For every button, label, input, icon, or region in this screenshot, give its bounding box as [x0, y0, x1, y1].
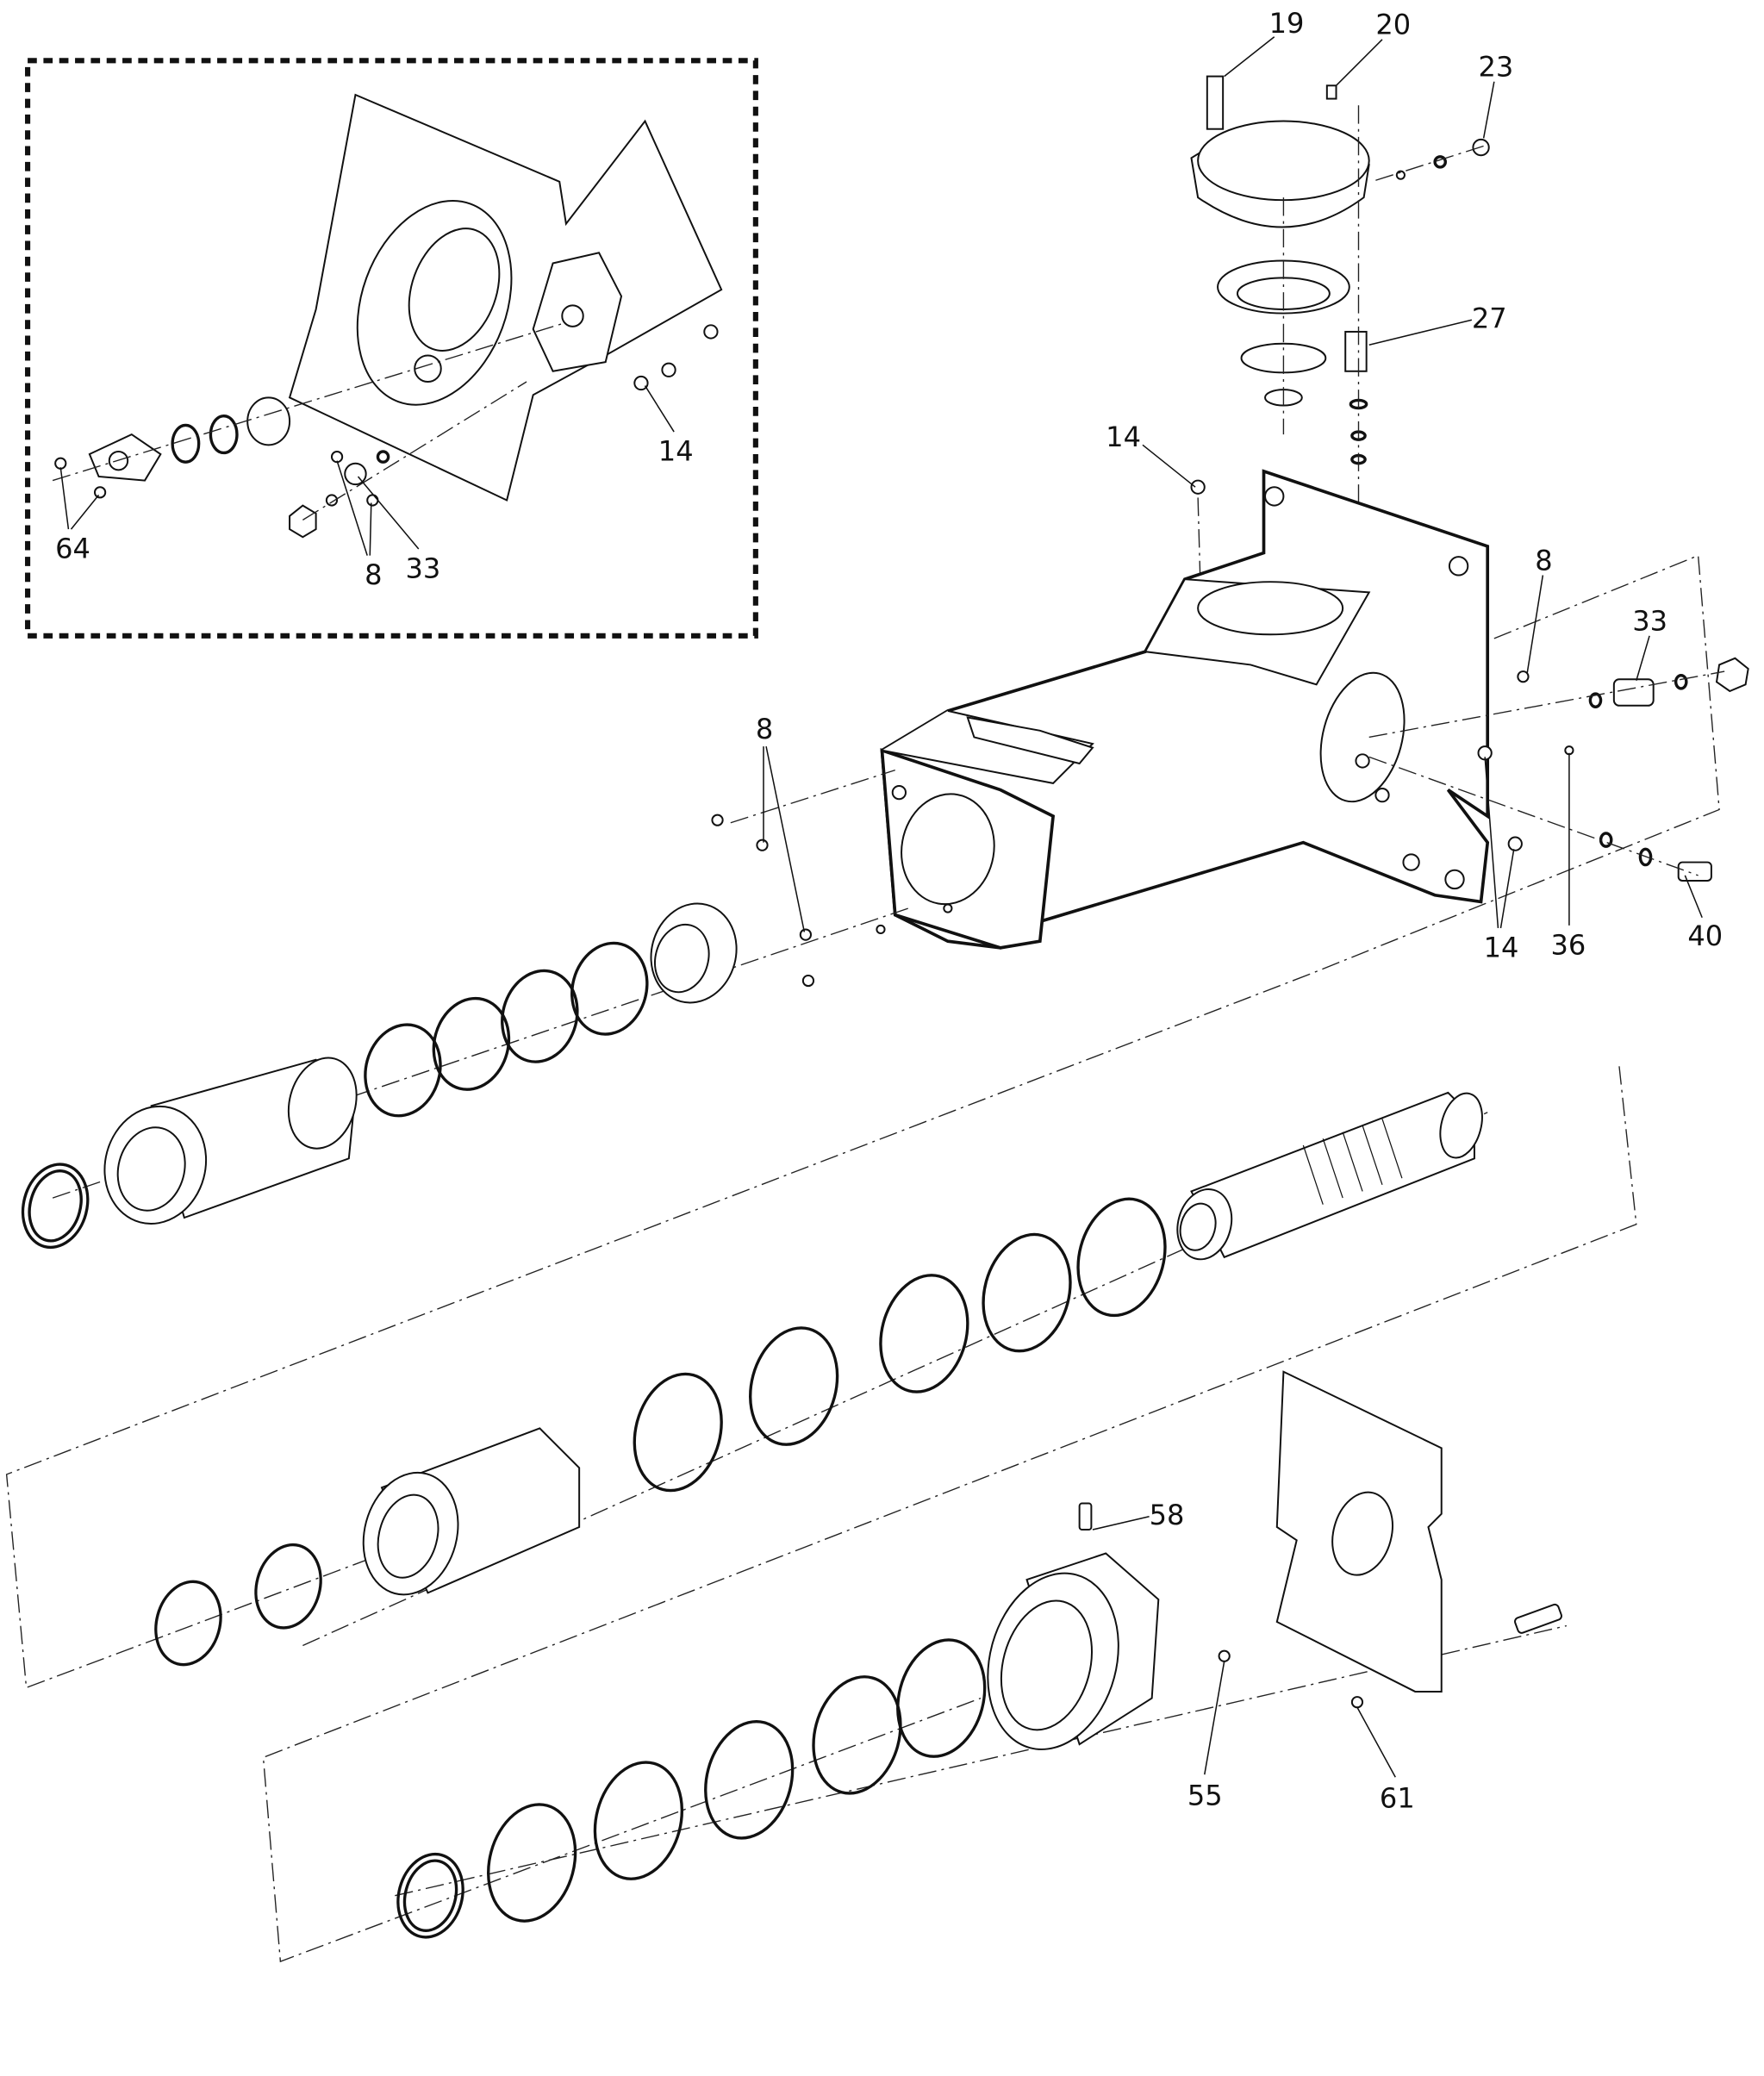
callout-40: 40 — [1687, 920, 1723, 952]
upper-row-parts — [21, 902, 909, 1250]
main-axle-housing — [880, 469, 1490, 950]
callout-36: 36 — [1551, 928, 1586, 961]
leader-lines — [59, 36, 1703, 1778]
callout-55: 55 — [1187, 1779, 1223, 1811]
callout-14-inset: 14 — [658, 435, 694, 468]
callout-20: 20 — [1375, 9, 1411, 41]
callout-8-mid: 8 — [756, 713, 773, 745]
middle-row-rings — [154, 1197, 1167, 1667]
inset-housing-part — [288, 93, 723, 502]
lower-row-parts — [395, 1370, 1568, 1939]
callout-8-inset: 8 — [365, 558, 382, 591]
callout-33-right: 33 — [1632, 605, 1667, 638]
callout-58: 58 — [1150, 1499, 1185, 1531]
callout-23: 23 — [1479, 51, 1514, 84]
callout-33-inset: 33 — [406, 552, 441, 585]
inset-detail-box — [25, 58, 758, 639]
callout-61: 61 — [1380, 1781, 1415, 1814]
callout-27: 27 — [1472, 302, 1507, 334]
callout-labels: 19 20 23 27 14 8 33 14 36 40 8 14 64 8 3… — [55, 7, 1723, 1814]
shaft-part — [302, 1091, 1488, 1647]
assembly-boundary-2 — [262, 1066, 1637, 1963]
inset-small-parts — [52, 321, 719, 539]
assembly-boundary-1 — [5, 973, 1311, 1689]
callout-14-right: 14 — [1484, 932, 1519, 964]
mid-fasteners — [711, 769, 895, 988]
callout-8-right: 8 — [1535, 544, 1552, 577]
callout-19: 19 — [1269, 7, 1305, 40]
callout-64: 64 — [55, 533, 90, 565]
callout-14-top: 14 — [1106, 421, 1141, 453]
right-fittings — [1309, 554, 1749, 976]
top-cap-assembly — [1190, 75, 1490, 593]
